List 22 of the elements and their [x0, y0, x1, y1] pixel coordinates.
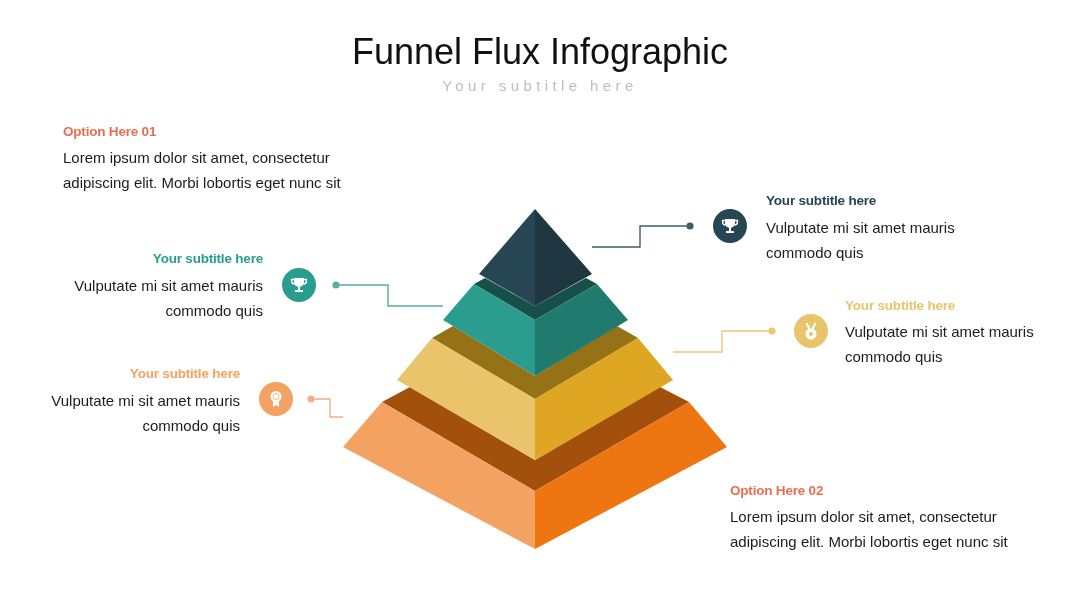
option-heading: Option Here 02: [730, 482, 824, 500]
option-description: Lorem ipsum dolor sit amet, consectetur adipiscing elit. Morbi lobortis eget nunc sit: [63, 147, 342, 193]
callout-description: Vulputate mi sit amet mauris commodo quis: [766, 217, 956, 263]
leader-line: [332, 281, 444, 307]
callout-description: Vulputate mi sit amet mauris commodo quis: [73, 275, 263, 321]
callout-heading: Your subtitle here: [129, 365, 240, 383]
callout-heading: Your subtitle here: [766, 192, 877, 210]
pyramid-apex: [479, 209, 592, 306]
subtitle: Your subtitle here: [442, 77, 638, 95]
option-description: Lorem ipsum dolor sit amet, consectetur adipiscing elit. Morbi lobortis eget nunc sit: [730, 506, 1009, 552]
pyramid-tier: [443, 278, 628, 376]
leader-line: [672, 327, 776, 353]
callout-heading: Your subtitle here: [152, 250, 263, 268]
pyramid-tier: [343, 387, 727, 549]
option-heading: Option Here 01: [63, 123, 157, 141]
callout-description: Vulputate mi sit amet mauris commodo quis: [845, 321, 1035, 367]
leader-line: [307, 395, 344, 418]
callout-description: Vulputate mi sit amet mauris commodo quis: [50, 390, 240, 436]
leader-line: [591, 222, 694, 248]
title: Funnel Flux Infographic: [351, 31, 729, 73]
callout-heading: Your subtitle here: [845, 297, 956, 315]
pyramid-tier: [397, 326, 673, 460]
